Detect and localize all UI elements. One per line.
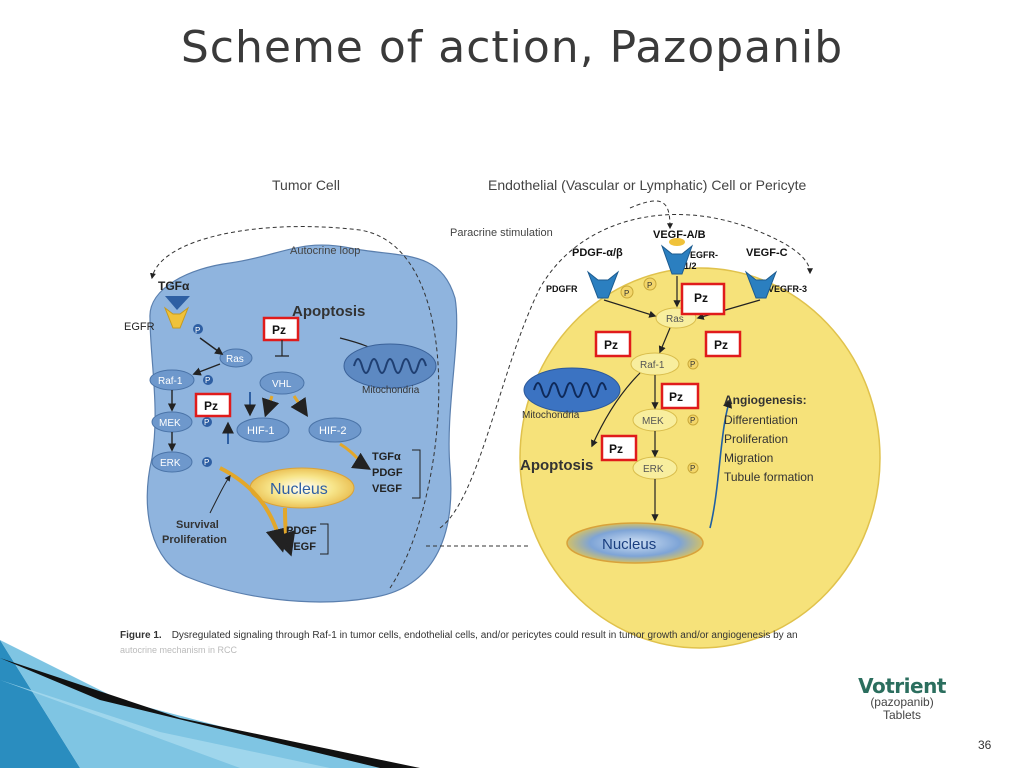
svg-text:Pz: Pz [669, 390, 683, 404]
tgfa-ligand [165, 296, 190, 310]
caption-cut-line: autocrine mechanism in RCC [120, 645, 238, 655]
corner-decoration [0, 640, 420, 768]
autocrine-loop-label: Autocrine loop [290, 245, 360, 257]
tumor-raf1-node: Raf-1 [158, 376, 183, 387]
pdgfr-receptor [586, 270, 620, 299]
angiogenesis-item: Tubule formation [724, 470, 814, 484]
angiogenesis-item: Migration [724, 451, 773, 465]
angiogenesis-title: Angiogenesis: [724, 393, 807, 407]
pz-inhibitor-box-mek: Pz [600, 434, 638, 462]
paracrine-branch-arrow [629, 200, 673, 230]
svg-text:Pz: Pz [272, 323, 286, 337]
tumor-cell-heading: Tumor Cell [272, 177, 340, 193]
votrient-logo: Votrient (pazopanib) Tablets [852, 676, 952, 722]
angiogenesis-item: Proliferation [724, 432, 788, 446]
pz-inhibitor-box-tumor-upper: Pz [262, 316, 300, 342]
logo-generic-name: (pazopanib) [870, 695, 934, 709]
mek-phospho: P [204, 418, 209, 427]
endo-mek-node: MEK [642, 416, 664, 427]
egfr-receptor [163, 306, 190, 329]
tgfa-label: TGFα [158, 279, 190, 293]
pdgf-ab-label: PDGF-α/β [572, 247, 623, 259]
pz-inhibitor-box-raf1: Pz [660, 382, 700, 410]
caption-prefix: Figure 1. [120, 630, 162, 641]
erk-phospho: P [204, 458, 209, 467]
egfr-phospho: P [195, 326, 200, 335]
secreted-lower-pdgf: PDGF [286, 525, 317, 537]
endo-mitochondria-label: Mitochondria [522, 410, 580, 421]
pz-inhibitor-box-pdgfr: Pz [594, 330, 632, 358]
hif2-node: HIF-2 [319, 425, 347, 437]
vegfr3-receptor [744, 270, 778, 299]
slide-title: Scheme of action, Pazopanib [180, 22, 844, 73]
vegfr3-label: VEGFR-3 [768, 284, 807, 294]
tumor-apoptosis-label: Apoptosis [292, 303, 365, 320]
pz-inhibitor-box-vegfr3: Pz [704, 330, 742, 358]
pdgfr-phospho: P [624, 289, 629, 298]
pz-inhibitor-box-tumor-lower: Pz [194, 392, 232, 418]
tumor-cell-body [146, 244, 458, 603]
svg-text:Pz: Pz [694, 291, 708, 305]
endo-raf1-node: Raf-1 [640, 360, 665, 371]
secreted-pdgf: PDGF [372, 467, 403, 479]
tumor-nucleus-label: Nucleus [270, 481, 328, 498]
tumor-ras-node: Ras [226, 354, 244, 365]
svg-text:Pz: Pz [204, 399, 218, 413]
vegfr-phospho: P [647, 281, 652, 290]
endo-apoptosis-label: Apoptosis [520, 457, 593, 474]
endo-ras-node: Ras [666, 314, 684, 325]
paracrine-stimulation-label: Paracrine stimulation [450, 227, 553, 239]
endo-mek-phospho: P [690, 416, 695, 425]
caption-text: Dysregulated signaling through Raf-1 in … [171, 630, 798, 641]
pdgfr-label: PDGFR [546, 284, 578, 294]
vegfr12-receptor [660, 244, 694, 275]
secreted-vegf: VEGF [372, 483, 402, 495]
secreted-lower-vegf: VEGF [286, 541, 316, 553]
page-number: 36 [978, 738, 992, 752]
vegfr12-label-line2: 1/2 [684, 261, 697, 271]
endo-erk-phospho: P [690, 464, 695, 473]
tumor-mitochondria-label: Mitochondria [362, 385, 420, 396]
vhl-node: VHL [272, 379, 292, 390]
proliferation-label: Proliferation [162, 534, 227, 546]
vegf-c-label: VEGF-C [746, 247, 788, 259]
svg-text:Pz: Pz [714, 338, 728, 352]
tumor-mek-node: MEK [159, 418, 181, 429]
survival-label: Survival [176, 519, 219, 531]
egfr-label: EGFR [124, 321, 155, 333]
endo-raf1-phospho: P [690, 360, 695, 369]
paracrine-loop-arrow [439, 214, 813, 529]
secreted-tgfa: TGFα [372, 451, 401, 463]
logo-brand: Votrient [858, 674, 946, 698]
hif1-node: HIF-1 [247, 425, 275, 437]
vegfr12-label-line1: VEGFR- [684, 250, 718, 260]
svg-text:Pz: Pz [604, 338, 618, 352]
pathway-diagram: Tumor Cell Endothelial (Vascular or Lymp… [110, 168, 890, 658]
raf1-phospho: P [205, 376, 210, 385]
figure-caption: Figure 1. Dysregulated signaling through … [120, 630, 890, 641]
svg-text:Pz: Pz [609, 442, 623, 456]
pathway-figure: Tumor Cell Endothelial (Vascular or Lymp… [124, 177, 881, 649]
vegf-ab-label: VEGF-A/B [653, 229, 706, 241]
pz-inhibitor-box-vegfr: Pz [680, 282, 726, 316]
endothelial-cell-heading: Endothelial (Vascular or Lymphatic) Cell… [488, 177, 806, 193]
endo-erk-node: ERK [643, 464, 664, 475]
logo-form: Tablets [882, 708, 922, 722]
endo-nucleus-label: Nucleus [602, 536, 656, 553]
tumor-erk-node: ERK [160, 458, 181, 469]
angiogenesis-item: Differentiation [724, 413, 798, 427]
